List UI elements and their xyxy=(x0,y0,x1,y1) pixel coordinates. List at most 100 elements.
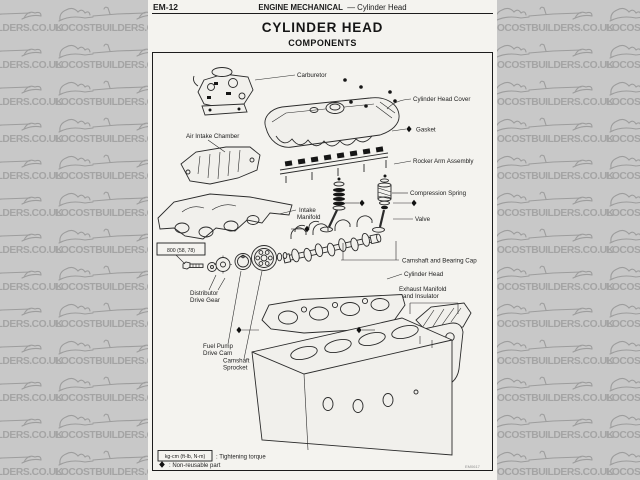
watermark-tile: LOCOSTBUILDERS.CO.UK xyxy=(497,115,614,152)
watermark-text: LOCOSTBUILDERS.CO.UK xyxy=(0,393,63,404)
locost-car-logo-icon xyxy=(609,229,640,244)
watermark-tile: LOCOSTBUILDERS.CO.UK xyxy=(0,152,63,189)
page-title: CYLINDER HEAD xyxy=(261,20,384,35)
watermark-tile: LOCOSTBUILDERS.CO.UK xyxy=(0,4,63,41)
label-camshaft-and-bearing-cap: Camshaft and Bearing Cap xyxy=(402,258,477,265)
watermark-text: LOCOSTBUILDERS.CO.UK xyxy=(0,97,63,108)
label-camshaft-sprocket: Camshaft xyxy=(223,358,250,365)
label-distributor-drive-gear: Distributor xyxy=(190,290,218,297)
watermark-tile: LOCOSTBUILDERS.CO.UK xyxy=(497,78,614,115)
watermark-text: LOCOSTBUILDERS.CO.UK xyxy=(0,60,63,71)
locost-car-logo-icon xyxy=(609,7,640,22)
watermark-text: LOCOSTBUILDERS.CO.UK xyxy=(606,356,640,367)
locost-car-logo-icon xyxy=(497,376,593,391)
watermark-text: LOCOSTBUILDERS.CO.UK xyxy=(0,356,63,367)
watermark-tile: LOCOSTBUILDERS.CO.UK xyxy=(606,411,640,448)
watermark-text: LOCOSTBUILDERS.CO.UK xyxy=(606,134,640,145)
watermark-strip-right: LOCOSTBUILDERS.CO.UK LOCOSTBUILDERS.CO.U… xyxy=(497,0,640,480)
watermark-tile: LOCOSTBUILDERS.CO.UK xyxy=(55,78,148,115)
label-exhaust-manifold: and Insulator xyxy=(403,293,439,300)
locost-car-logo-icon xyxy=(609,44,640,59)
locost-car-logo-icon xyxy=(58,413,148,429)
watermark-tile: LOCOSTBUILDERS.CO.UK xyxy=(606,41,640,78)
watermark-text: LOCOSTBUILDERS.CO.UK xyxy=(0,282,63,293)
watermark-grid: LOCOSTBUILDERS.CO.UK LOCOSTBUILDERS.CO.U… xyxy=(0,0,148,480)
watermark-text: LOCOSTBUILDERS.CO.UK xyxy=(497,208,614,219)
non-reusable-diamond-icon xyxy=(236,326,242,334)
valve-train-drawing xyxy=(294,174,392,233)
watermark-text: LOCOSTBUILDERS.CO.UK xyxy=(497,467,614,478)
watermark-tile: LOCOSTBUILDERS.CO.UK xyxy=(55,226,148,263)
locost-car-logo-icon xyxy=(609,377,640,392)
label-exhaust-manifold: Exhaust Manifold xyxy=(399,286,447,293)
legend-nonreusable-caption: : Non-reusable part xyxy=(169,463,221,469)
watermark-text: LOCOSTBUILDERS.CO.UK xyxy=(606,393,640,404)
non-reusable-diamond-icon xyxy=(304,225,310,233)
watermark-text: LOCOSTBUILDERS.CO.UK xyxy=(497,97,614,108)
watermark-tile: LOCOSTBUILDERS.CO.UK xyxy=(606,152,640,189)
locost-car-logo-icon xyxy=(609,81,640,96)
locost-car-logo-icon xyxy=(609,192,640,207)
locost-car-logo-icon xyxy=(58,265,148,281)
locost-car-logo-icon xyxy=(58,339,148,355)
watermark-text: LOCOSTBUILDERS.CO.UK xyxy=(606,467,640,478)
label-valve: Valve xyxy=(415,216,431,223)
watermark-text: LOCOSTBUILDERS.CO.UK xyxy=(55,467,148,478)
locost-car-logo-icon xyxy=(58,302,148,318)
locost-car-logo-icon xyxy=(58,154,148,170)
legend-torque-caption: : Tightening torque xyxy=(216,455,266,461)
label-intake-manifold: Intake xyxy=(299,207,316,214)
locost-car-logo-icon xyxy=(497,80,593,95)
watermark-text: LOCOSTBUILDERS.CO.UK xyxy=(55,97,148,108)
watermark-tile: LOCOSTBUILDERS.CO.UK xyxy=(0,448,63,480)
locost-car-logo-icon xyxy=(497,450,593,465)
locost-car-logo-icon xyxy=(0,122,42,131)
watermark-text: LOCOSTBUILDERS.CO.UK xyxy=(0,23,63,34)
watermark-tile: LOCOSTBUILDERS.CO.UK xyxy=(55,263,148,300)
label-gasket: Gasket xyxy=(416,127,436,134)
locost-car-logo-icon xyxy=(497,265,593,280)
locost-car-logo-icon xyxy=(497,302,593,317)
watermark-text: LOCOSTBUILDERS.CO.UK xyxy=(497,171,614,182)
section-title: ENGINE MECHANICAL xyxy=(258,3,343,12)
watermark-tile: LOCOSTBUILDERS.CO.UK xyxy=(606,189,640,226)
manual-page: EM-12 ENGINE MECHANICAL — Cylinder Head … xyxy=(148,0,497,480)
watermark-text: LOCOSTBUILDERS.CO.UK xyxy=(0,430,63,441)
watermark-text: LOCOSTBUILDERS.CO.UK xyxy=(0,245,63,256)
watermark-tile: LOCOSTBUILDERS.CO.UK xyxy=(497,263,614,300)
watermark-tile: LOCOSTBUILDERS.CO.UK xyxy=(497,41,614,78)
non-reusable-diamond-icon xyxy=(359,199,365,207)
watermark-tile: LOCOSTBUILDERS.CO.UK xyxy=(606,226,640,263)
locost-car-logo-icon xyxy=(0,196,42,205)
watermark-tile: LOCOSTBUILDERS.CO.UK xyxy=(55,189,148,226)
watermark-tile: LOCOSTBUILDERS.CO.UK xyxy=(55,115,148,152)
section-subtitle: — Cylinder Head xyxy=(347,3,407,12)
label-compression-spring: Compression Spring xyxy=(410,190,467,197)
watermark-text: LOCOSTBUILDERS.CO.UK xyxy=(55,208,148,219)
watermark-text: LOCOSTBUILDERS.CO.UK xyxy=(606,245,640,256)
watermark-tile: LOCOSTBUILDERS.CO.UK xyxy=(606,448,640,480)
non-reusable-diamond-icon xyxy=(159,461,165,468)
watermark-tile: LOCOSTBUILDERS.CO.UK xyxy=(497,337,614,374)
label-air-intake-chamber: Air Intake Chamber xyxy=(186,133,239,140)
watermark-tile: LOCOSTBUILDERS.CO.UK xyxy=(0,263,63,300)
label-cylinder-head: Cylinder Head xyxy=(404,271,444,278)
locost-car-logo-icon xyxy=(609,414,640,429)
watermark-strip-left: LOCOSTBUILDERS.CO.UK LOCOSTBUILDERS.CO.U… xyxy=(0,0,148,480)
watermark-text: LOCOSTBUILDERS.CO.UK xyxy=(606,60,640,71)
watermark-text: LOCOSTBUILDERS.CO.UK xyxy=(606,23,640,34)
watermark-text: LOCOSTBUILDERS.CO.UK xyxy=(606,97,640,108)
non-reusable-diamond-icon xyxy=(411,199,417,207)
watermark-tile: LOCOSTBUILDERS.CO.UK xyxy=(0,41,63,78)
watermark-tile: LOCOSTBUILDERS.CO.UK xyxy=(497,411,614,448)
watermark-tile: LOCOSTBUILDERS.CO.UK xyxy=(497,152,614,189)
watermark-text: LOCOSTBUILDERS.CO.UK xyxy=(497,282,614,293)
header-rule xyxy=(152,13,493,14)
locost-car-logo-icon xyxy=(0,307,42,316)
watermark-text: LOCOSTBUILDERS.CO.UK xyxy=(606,319,640,330)
watermark-text: LOCOSTBUILDERS.CO.UK xyxy=(497,356,614,367)
locost-car-logo-icon xyxy=(58,191,148,207)
watermark-text: LOCOSTBUILDERS.CO.UK xyxy=(55,171,148,182)
watermark-tile: LOCOSTBUILDERS.CO.UK xyxy=(497,189,614,226)
locost-car-logo-icon xyxy=(609,118,640,133)
